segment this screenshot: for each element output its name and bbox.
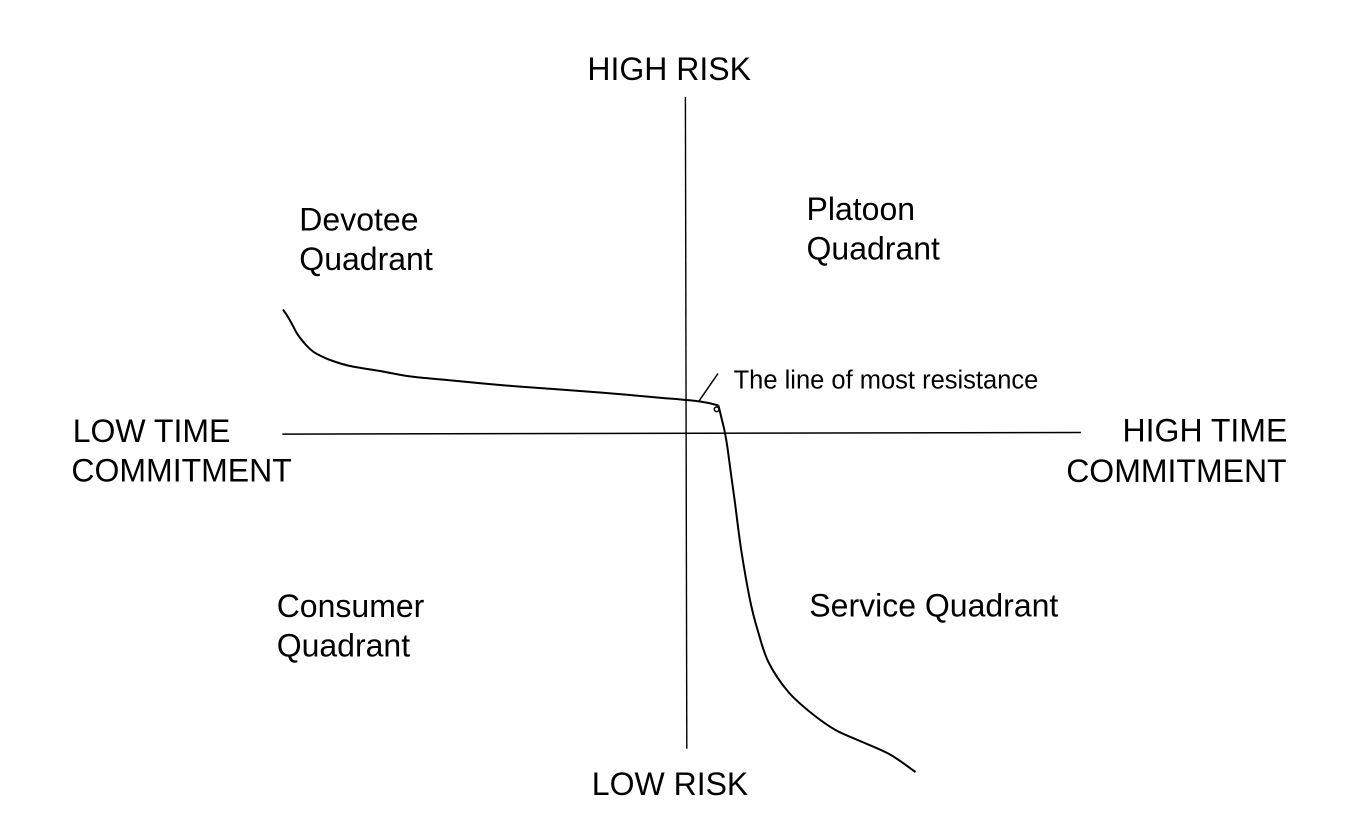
svg-text:Quadrant: Quadrant xyxy=(807,230,941,266)
svg-text:HIGH RISK: HIGH RISK xyxy=(587,51,751,87)
svg-text:Quadrant: Quadrant xyxy=(277,627,411,663)
svg-text:The line of most resistance: The line of most resistance xyxy=(734,367,1039,395)
svg-text:Consumer: Consumer xyxy=(277,588,425,624)
svg-text:COMMITMENT: COMMITMENT xyxy=(1066,453,1286,489)
svg-text:Quadrant: Quadrant xyxy=(299,241,433,277)
svg-text:Devotee: Devotee xyxy=(299,202,418,238)
svg-text:LOW TIME: LOW TIME xyxy=(73,413,231,449)
svg-text:HIGH TIME: HIGH TIME xyxy=(1123,413,1288,449)
svg-text:COMMITMENT: COMMITMENT xyxy=(71,452,291,488)
svg-text:Service Quadrant: Service Quadrant xyxy=(809,588,1058,624)
svg-text:Platoon: Platoon xyxy=(807,191,916,227)
svg-text:LOW RISK: LOW RISK xyxy=(592,766,748,802)
